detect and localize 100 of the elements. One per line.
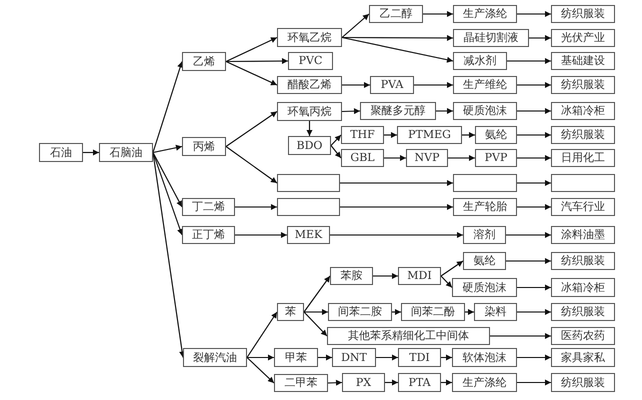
arrow: [517, 284, 551, 290]
product-box: 染料: [474, 303, 517, 321]
arrow: [226, 37, 278, 62]
arrow: [340, 180, 453, 186]
arrow: [306, 121, 312, 136]
product-box: 二甲苯: [274, 374, 328, 392]
product-box: 正丁烯: [182, 226, 235, 244]
product-box: 汽车行业: [551, 198, 615, 216]
arrow: [318, 354, 332, 360]
product-box: MEK: [287, 226, 330, 244]
arrow: [441, 380, 452, 386]
arrow: [152, 144, 182, 154]
product-box: 裂解汽油: [183, 348, 247, 367]
arrow: [246, 357, 274, 384]
arrow: [342, 82, 370, 88]
product-box: 石脑油: [99, 143, 153, 162]
product-box: 光伏产业: [551, 29, 615, 47]
product-box: 医药农药: [551, 327, 615, 345]
arrow: [384, 155, 406, 161]
product-box: 乙二醇: [369, 5, 423, 23]
arrow: [385, 380, 398, 386]
product-box: 苯胺: [330, 267, 373, 285]
product-box: 晶硅切割液: [453, 29, 529, 47]
product-box: 纺织服装: [551, 303, 615, 321]
product-box: THF: [341, 126, 384, 144]
arrow: [436, 108, 453, 114]
product-box: 纺织服装: [551, 373, 615, 392]
arrow: [392, 309, 401, 315]
product-box: 基础建设: [551, 52, 615, 70]
product-box: 减水剂: [453, 52, 507, 70]
arrow: [226, 146, 278, 184]
arrow: [448, 155, 475, 161]
empty-box: [277, 174, 340, 192]
arrow: [441, 354, 452, 360]
product-box: 其他苯系精细化工中间体: [327, 327, 490, 345]
arrow: [517, 82, 551, 88]
product-box: NVP: [406, 149, 448, 167]
product-box: PVC: [288, 52, 333, 70]
arrow: [517, 204, 551, 210]
product-box: 聚醚多元醇: [360, 102, 436, 120]
arrow: [226, 61, 278, 86]
arrow: [340, 204, 453, 210]
product-box: BDO: [288, 136, 331, 155]
product-box: 甲苯: [274, 348, 318, 367]
arrow: [462, 132, 475, 138]
arrow: [384, 132, 397, 138]
product-box: MDI: [398, 267, 441, 285]
arrow: [517, 180, 551, 186]
product-box: GBL: [341, 149, 384, 167]
product-box: PVP: [475, 149, 517, 167]
arrow: [507, 58, 551, 64]
product-box: 环氧乙烷: [277, 28, 342, 47]
arrow: [235, 204, 277, 210]
product-box: 硬质泡沫: [452, 278, 517, 297]
arrow: [328, 380, 342, 386]
arrow: [517, 108, 551, 114]
arrow: [517, 132, 551, 138]
arrow: [517, 354, 551, 360]
product-box: 氨纶: [463, 252, 506, 270]
arrow: [152, 152, 182, 208]
arrow: [330, 232, 463, 238]
product-box: 石油: [39, 143, 83, 162]
product-box: 生产涤纶: [452, 373, 517, 392]
product-box: 纺织服装: [551, 252, 615, 270]
product-box: 丁二烯: [182, 198, 235, 216]
product-box: PTA: [398, 373, 441, 392]
product-box: TDI: [398, 348, 441, 367]
product-box: 涂料油墨: [551, 226, 615, 244]
arrow: [517, 309, 551, 315]
product-box: 氨纶: [475, 126, 517, 144]
arrow: [506, 258, 551, 264]
arrow: [414, 82, 453, 88]
arrow: [423, 11, 453, 17]
product-box: 生产涤纶: [453, 5, 517, 23]
arrow: [226, 58, 288, 64]
product-box: 纺织服装: [551, 5, 615, 23]
product-box: PVA: [370, 76, 414, 94]
product-box: 硬质泡沫: [453, 102, 517, 120]
product-box: 日用化工: [551, 149, 615, 167]
product-box: 家具家私: [551, 348, 615, 367]
product-box: 苯: [277, 303, 304, 321]
arrow: [440, 276, 452, 288]
product-box: 间苯二胺: [328, 303, 392, 321]
arrow: [506, 232, 551, 238]
arrow: [529, 35, 551, 41]
product-box: 溶剂: [463, 226, 506, 244]
product-box: 环氧丙烷: [277, 102, 342, 121]
arrow: [517, 380, 551, 386]
arrow: [440, 260, 464, 276]
arrow: [235, 232, 287, 238]
product-box: 醋酸乙烯: [277, 76, 342, 94]
product-box: 冰箱冷柜: [551, 278, 615, 297]
product-box: PX: [342, 373, 385, 392]
arrow: [330, 145, 342, 158]
product-box: 间苯二酚: [401, 303, 465, 321]
arrow: [373, 273, 398, 279]
arrow: [376, 354, 398, 360]
arrow: [304, 276, 330, 312]
product-box: 软体泡沫: [452, 348, 517, 367]
arrow: [342, 34, 453, 41]
